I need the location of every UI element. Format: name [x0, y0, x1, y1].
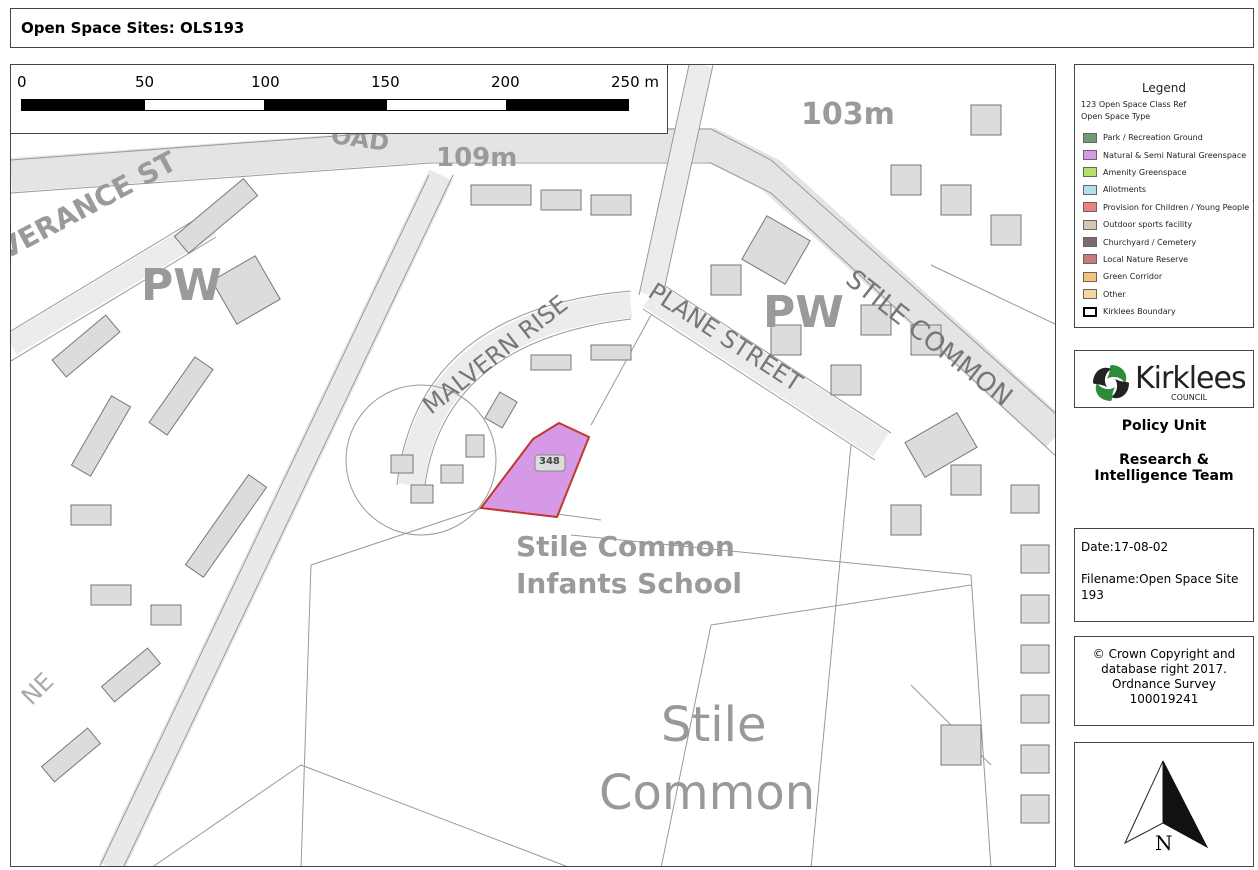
legend-swatch	[1083, 237, 1097, 248]
legend-item: Allotments	[1083, 181, 1253, 198]
legend-type-heading: Open Space Type	[1081, 112, 1151, 121]
common-label-line1: Stile	[661, 697, 767, 753]
legend-title: Legend	[1141, 81, 1187, 95]
north-arrow-icon	[1123, 760, 1209, 849]
legend-swatch	[1083, 219, 1097, 230]
legend-item-label: Amenity Greenspace	[1103, 167, 1187, 177]
legend-item-label: Other	[1103, 289, 1126, 299]
policy-unit: Policy Unit	[1121, 418, 1207, 434]
policy-block: Policy Unit Research & Intelligence Team	[1074, 418, 1254, 484]
copyright-panel: © Crown Copyright and database right 201…	[1074, 636, 1254, 726]
policy-team-line1: Research &	[1119, 452, 1209, 468]
legend-swatch	[1083, 289, 1097, 300]
scale-tick-250: 250 m	[611, 73, 660, 91]
legend-swatch	[1083, 150, 1097, 161]
legend-swatch	[1083, 167, 1097, 178]
scale-tick-0: 0	[17, 73, 27, 91]
legend-item-label: Green Corridor	[1103, 272, 1163, 282]
site-ref-label[interactable]: 348	[539, 456, 560, 467]
school-label-line2: Infants School	[516, 567, 742, 600]
legend-item: Natural & Semi Natural Greenspace	[1083, 146, 1253, 163]
scale-segment	[144, 99, 265, 111]
road-left	[99, 169, 453, 866]
legend-swatch	[1083, 306, 1097, 317]
legend-panel: Legend 123 Open Space Class Ref Open Spa…	[1074, 64, 1254, 328]
legend-item-label: Kirklees Boundary	[1103, 307, 1176, 317]
map-svg	[11, 65, 1055, 866]
legend-item-label: Provision for Children / Young People	[1103, 202, 1250, 212]
contour-label-103: 103m	[801, 97, 895, 132]
map-canvas[interactable]: 109m 103m VERANCE ST OAD PW PW MALVERN R…	[10, 64, 1056, 867]
pw-label-left: PW	[141, 260, 222, 311]
legend-item-label: Allotments	[1103, 185, 1147, 195]
policy-team-line2: Intelligence Team	[1094, 468, 1234, 484]
plot-boundaries	[153, 264, 1055, 866]
legend-swatch	[1083, 202, 1097, 213]
scale-tick-200: 200	[491, 73, 520, 91]
legend-swatch	[1083, 271, 1097, 282]
scale-segment	[21, 99, 144, 111]
scale-tick-50: 50	[135, 73, 155, 91]
road-stile-common	[11, 128, 1055, 448]
scale-tick-150: 150	[371, 73, 400, 91]
title-bar: Open Space Sites: OLS193	[10, 8, 1254, 48]
legend-item: Local Nature Reserve	[1083, 251, 1253, 268]
logo-sub: COUNCIL	[1171, 393, 1208, 402]
meta-panel: Date:17-08-02 Filename:Open Space Site 1…	[1074, 528, 1254, 622]
legend-item: Provision for Children / Young People	[1083, 199, 1253, 216]
logo-name: Kirklees	[1135, 361, 1247, 396]
kirklees-swirl-icon	[1093, 365, 1129, 401]
copyright-line2: database right 2017.	[1101, 662, 1227, 676]
legend-item: Other	[1083, 286, 1253, 303]
north-letter: N	[1155, 831, 1173, 855]
legend-item: Kirklees Boundary	[1083, 303, 1253, 320]
scale-segment	[507, 99, 629, 111]
legend-swatch	[1083, 254, 1097, 265]
scale-bar: 0 50 100 150 200 250 m	[10, 64, 668, 134]
copyright-line1: © Crown Copyright and	[1092, 647, 1236, 661]
map-date: Date:17-08-02	[1081, 540, 1169, 554]
legend-item-label: Natural & Semi Natural Greenspace	[1103, 150, 1247, 160]
school-label-line1: Stile Common	[516, 530, 735, 563]
legend-item-label: Local Nature Reserve	[1103, 254, 1189, 264]
legend-item: Amenity Greenspace	[1083, 164, 1253, 181]
legend-item: Churchyard / Cemetery	[1083, 233, 1253, 250]
legend-item-label: Park / Recreation Ground	[1103, 133, 1203, 143]
map-title: Open Space Sites: OLS193	[21, 19, 245, 37]
copyright-line3: Ordnance Survey	[1112, 677, 1216, 691]
legend-item-label: Outdoor sports facility	[1103, 220, 1193, 230]
pw-label-right: PW	[763, 287, 844, 338]
kirklees-logo: Kirklees COUNCIL	[1074, 350, 1254, 408]
map-filename: Filename:Open Space Site 193	[1081, 572, 1239, 602]
legend-swatch	[1083, 184, 1097, 195]
legend-class-ref: 123 Open Space Class Ref	[1081, 100, 1187, 109]
scale-tick-100: 100	[251, 73, 280, 91]
legend-item: Green Corridor	[1083, 268, 1253, 285]
buildings	[40, 104, 1050, 824]
scale-segment	[265, 99, 386, 111]
north-arrow-panel: N	[1074, 742, 1254, 867]
legend-item-label: Churchyard / Cemetery	[1103, 237, 1197, 247]
legend-item: Park / Recreation Ground	[1083, 129, 1253, 146]
scale-segment	[386, 99, 507, 111]
contour-label-109: 109m	[436, 143, 518, 173]
legend-swatch	[1083, 132, 1097, 143]
legend-item: Outdoor sports facility	[1083, 216, 1253, 233]
copyright-line4: 100019241	[1129, 692, 1199, 706]
common-label-line2: Common	[599, 765, 816, 821]
